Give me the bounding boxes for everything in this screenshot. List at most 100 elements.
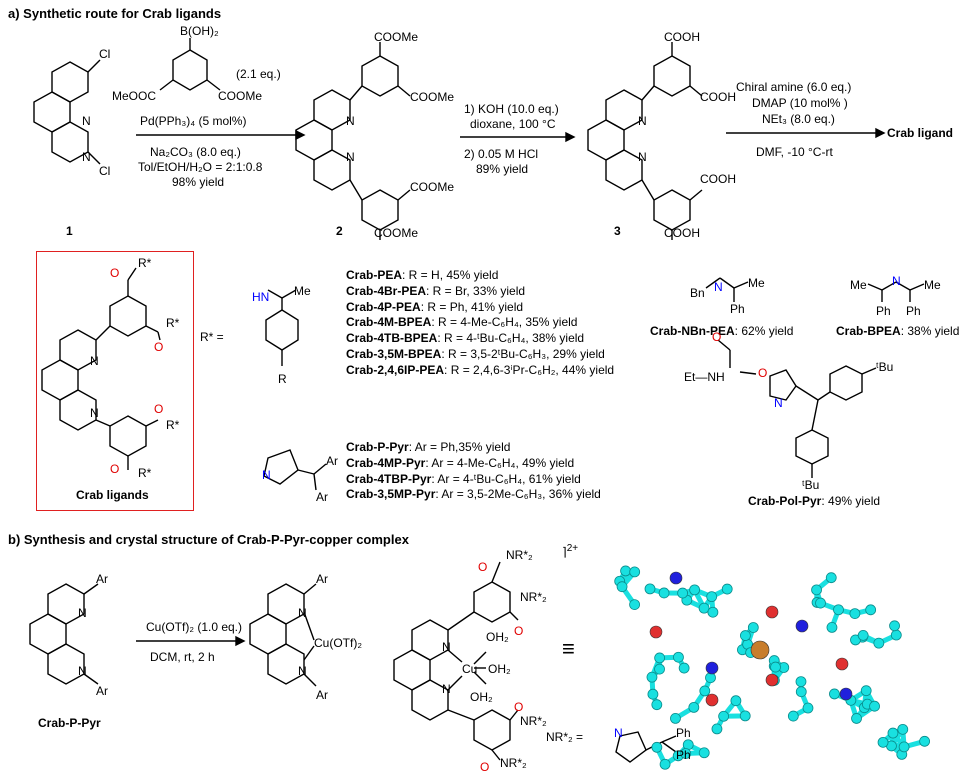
crystal-carbon-atom bbox=[629, 566, 641, 578]
rstar-top: R* bbox=[138, 256, 152, 270]
ph-label: Ph bbox=[676, 748, 691, 762]
rstar-eq: R* = bbox=[200, 330, 224, 344]
n-label: N bbox=[442, 682, 451, 696]
boronic-acid-structure bbox=[159, 38, 221, 91]
o-label: O bbox=[514, 624, 524, 638]
coome-bottom: COOMe bbox=[374, 226, 419, 240]
cooh-bottom: COOH bbox=[664, 226, 700, 240]
n-label: N bbox=[638, 150, 647, 164]
nbn-n-label: N bbox=[714, 280, 723, 294]
ligand-item: Crab-4P-PEA: R = Ph, 41% yield bbox=[346, 299, 524, 314]
crystal-carbon-atom bbox=[707, 606, 719, 618]
step3-line1: Chiral amine (6.0 eq.) bbox=[736, 80, 852, 94]
n-label: N bbox=[346, 114, 355, 128]
compound-2-label: 2 bbox=[336, 224, 343, 238]
crab-ligands-box bbox=[36, 251, 194, 511]
ar-label: Ar bbox=[316, 688, 328, 702]
ligand-item: Crab-3,5M-BPEA: R = 3,5-2ᵗBu-C₆H₃, 29% y… bbox=[346, 346, 605, 361]
aqua-complex-structure bbox=[393, 561, 519, 761]
ar-label: Ar bbox=[316, 572, 328, 586]
compound-3-structure bbox=[587, 42, 703, 240]
ligand-item: Crab-P-Pyr: Ar = Ph,35% yield bbox=[346, 440, 511, 454]
o-label: O bbox=[480, 760, 490, 774]
crystal-carbon-atom bbox=[658, 587, 670, 599]
nr2-eq: NR*₂ = bbox=[546, 730, 584, 744]
crystal-oxygen-atom bbox=[765, 605, 779, 619]
crab-p-pyr-structure bbox=[29, 583, 99, 685]
step2-line4: 89% yield bbox=[476, 162, 529, 176]
step2-line2: dioxane, 100 °C bbox=[470, 117, 556, 131]
crystal-nitrogen-atom bbox=[705, 661, 719, 675]
o-label: O bbox=[154, 340, 164, 354]
ligand-item: Crab-4M-BPEA: R = 4-Me-C₆H₄, 35% yield bbox=[346, 315, 578, 330]
cl-bottom: Cl bbox=[99, 164, 111, 178]
solvent: Tol/EtOH/H₂O = 2:1:0.8 bbox=[138, 160, 263, 174]
step3-line4: DMF, -10 °C-rt bbox=[756, 145, 833, 159]
bpea-structure bbox=[867, 281, 925, 302]
crystal-carbon-atom bbox=[654, 663, 665, 675]
o-label: O bbox=[514, 700, 524, 714]
nr2-right-top: NR*₂ bbox=[520, 590, 547, 604]
step2-line1: 1) KOH (10.0 eq.) bbox=[464, 102, 559, 116]
diester-left: MeOOC bbox=[112, 89, 157, 103]
coome-right-bottom: COOMe bbox=[410, 180, 455, 194]
ar-label: Ar bbox=[96, 572, 108, 586]
pol-tbu1: ᵗBu bbox=[876, 360, 894, 374]
crystal-carbon-atom bbox=[747, 622, 759, 633]
coome-right-top: COOMe bbox=[410, 90, 455, 104]
step3-line2: DMAP (10 mol% ) bbox=[752, 96, 848, 110]
crystal-carbon-atom bbox=[889, 620, 900, 632]
bpea-me2: Me bbox=[924, 278, 941, 292]
compound-1-label: 1 bbox=[66, 224, 73, 238]
ph-label: Ph bbox=[676, 726, 691, 740]
nr2-top: NR*₂ bbox=[506, 548, 533, 562]
n-label: N bbox=[298, 606, 307, 620]
crystal-carbon-atom bbox=[678, 662, 690, 674]
crystal-carbon-atom bbox=[698, 747, 710, 759]
crystal-carbon-atom bbox=[706, 591, 718, 603]
crab-ligands-label: Crab ligands bbox=[76, 488, 149, 502]
cooh-right-top: COOH bbox=[700, 90, 736, 104]
n-label: N bbox=[90, 406, 99, 420]
ligand-item: Crab-3,5MP-Pyr: Ar = 3,5-2Me-C₆H₃, 36% y… bbox=[346, 487, 601, 502]
crystal-carbon-atom bbox=[825, 572, 837, 584]
n-label: N bbox=[638, 114, 647, 128]
o-label: O bbox=[154, 402, 164, 416]
cl-top: Cl bbox=[99, 47, 111, 61]
ligand-item: Crab-4MP-Pyr: Ar = 4-Me-C₆H₄, 49% yield bbox=[346, 455, 575, 470]
crystal-carbon-atom bbox=[860, 685, 872, 697]
compound-2-structure bbox=[295, 42, 411, 240]
hn-label: HN bbox=[252, 290, 270, 304]
conditions-b: DCM, rt, 2 h bbox=[150, 650, 215, 664]
crystal-carbon-atom bbox=[673, 651, 684, 663]
base: Na₂CO₃ (8.0 eq.) bbox=[150, 145, 241, 159]
crystal-carbon-atom bbox=[688, 701, 700, 713]
n-label: N bbox=[82, 150, 91, 164]
crystal-carbon-atom bbox=[770, 661, 781, 673]
o-label: O bbox=[110, 266, 120, 280]
crystal-carbon-atom bbox=[787, 710, 799, 722]
bpea-ph1: Ph bbox=[876, 304, 891, 318]
crystal-nitrogen-atom bbox=[669, 571, 683, 585]
crystal-carbon-atom bbox=[616, 581, 628, 593]
crystal-carbon-atom bbox=[887, 727, 899, 739]
n-label: N bbox=[90, 354, 99, 368]
o-label: O bbox=[110, 462, 120, 476]
crystal-carbon-atom bbox=[730, 695, 742, 707]
crystal-oxygen-atom bbox=[765, 673, 779, 687]
cu-otf-label: Cu(OTf)₂ bbox=[314, 636, 362, 650]
crystal-carbon-atom bbox=[815, 597, 826, 609]
diester-right: COOMe bbox=[218, 89, 263, 103]
crystal-carbon-atom bbox=[739, 710, 751, 722]
pol-etnh: Et—NH bbox=[684, 370, 725, 384]
ar-label: Ar bbox=[326, 454, 338, 468]
product-label: Crab ligand bbox=[887, 126, 954, 140]
crystal-carbon-atom bbox=[651, 699, 663, 711]
r-label: R bbox=[278, 372, 287, 386]
crystal-carbon-atom bbox=[651, 741, 663, 753]
crystal-carbon-atom bbox=[890, 629, 902, 641]
oh2-1: OH₂ bbox=[486, 630, 509, 644]
crystal-structure bbox=[614, 565, 931, 770]
crystal-oxygen-atom bbox=[705, 693, 719, 707]
crystal-carbon-atom bbox=[654, 652, 666, 664]
